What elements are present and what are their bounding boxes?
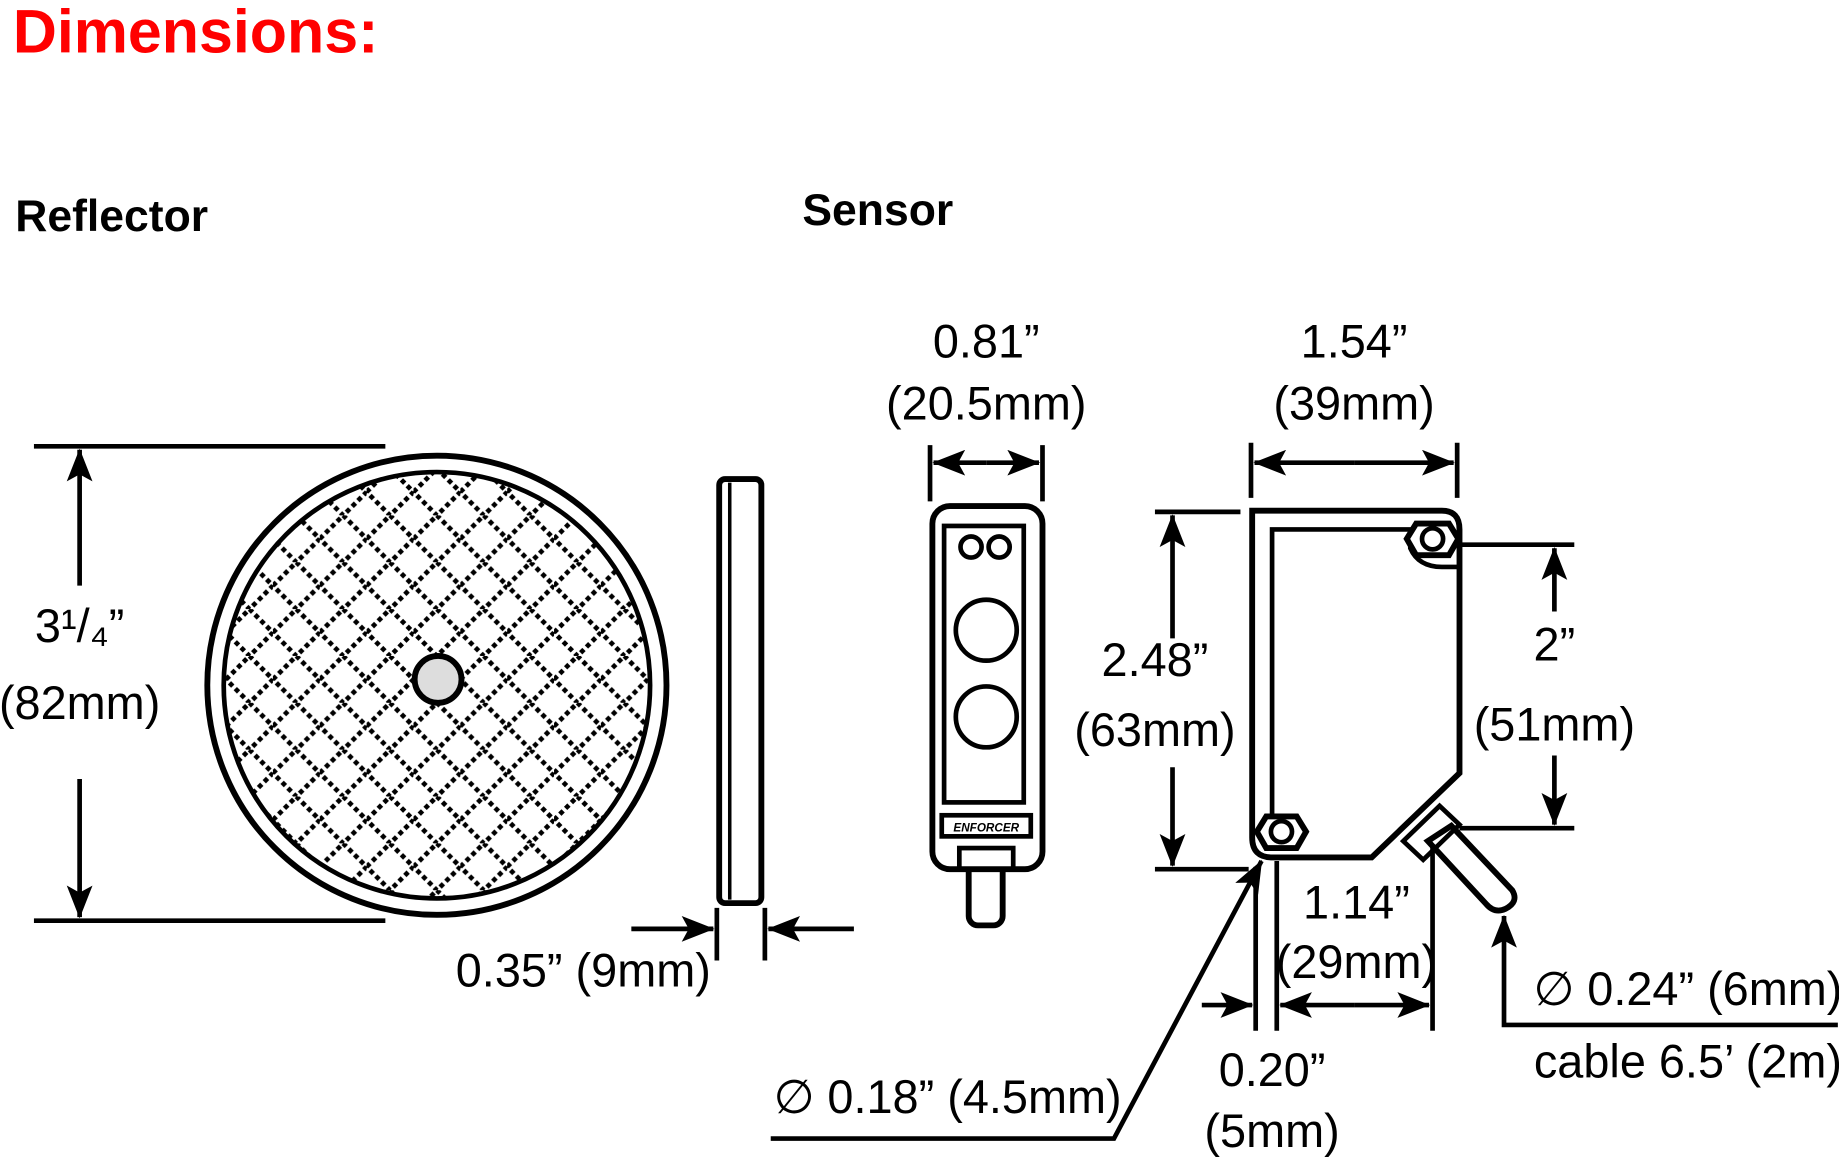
side-width-in: 1.54” <box>1301 315 1408 367</box>
height-in: 2.48” <box>1102 634 1209 686</box>
reflector-heading: Reflector <box>15 192 208 241</box>
height-mm: (63mm) <box>1074 704 1235 756</box>
hole-offset-in: 0.20” <box>1219 1044 1326 1096</box>
front-width-mm: (20.5mm) <box>886 377 1086 429</box>
hole-offset-mm: (5mm) <box>1204 1105 1339 1157</box>
reflector-diameter-in: 3¹/₄” <box>35 600 124 652</box>
reflector-diameter-dimension: 3¹/₄” (82mm) <box>0 443 386 924</box>
page-title: Dimensions: <box>13 0 379 66</box>
front-width-in: 0.81” <box>933 315 1040 367</box>
reflector-front-view <box>204 452 670 918</box>
cable <box>1423 822 1518 914</box>
hole-diameter: ∅ 0.18” (4.5mm) <box>774 1071 1122 1123</box>
emitter-lens-icon <box>953 597 1020 663</box>
hole-spacing-in: 2” <box>1534 619 1576 671</box>
brand-label: ENFORCER <box>953 822 1019 835</box>
side-width-mm: (39mm) <box>1273 377 1434 429</box>
sensor-height-dimension: 2.48” (63mm) <box>1074 509 1249 872</box>
sensor-side-view <box>1249 507 1518 914</box>
nut-icon <box>1403 520 1462 559</box>
cable-diameter: ∅ 0.24” (6mm) <box>1533 963 1839 1015</box>
sensor-heading: Sensor <box>802 186 953 235</box>
mounting-hole-icon <box>411 653 465 706</box>
reflector-diameter-mm: (82mm) <box>0 677 160 729</box>
cable-callout: ∅ 0.24” (6mm) cable 6.5’ (2m) <box>1491 914 1839 1088</box>
nut-icon <box>1253 813 1310 852</box>
sensor-side-width-dimension: 1.54” (39mm) <box>1248 315 1460 498</box>
indicator-led-icon <box>986 534 1013 560</box>
sensor-front-view: ENFORCER <box>929 503 1046 929</box>
hole-spacing-dimension: 2” (51mm) <box>1459 542 1635 831</box>
bottom-width-mm: (29mm) <box>1276 936 1437 988</box>
reflector-thickness: 0.35” (9mm) <box>456 944 711 996</box>
cable-length: cable 6.5’ (2m) <box>1534 1036 1839 1088</box>
bottom-width-in: 1.14” <box>1303 876 1410 928</box>
hole-diameter-callout: ∅ 0.18” (4.5mm) <box>770 859 1264 1141</box>
bottom-width-dimension: 1.14” (29mm) <box>1274 845 1437 1031</box>
receiver-lens-icon <box>953 684 1020 750</box>
reflector-side-view: 0.35” (9mm) <box>456 476 854 996</box>
hole-spacing-mm: (51mm) <box>1474 698 1635 750</box>
sensor-front-width-dimension: 0.81” (20.5mm) <box>886 315 1086 502</box>
indicator-led-icon <box>958 534 984 560</box>
hole-offset-dimension: 0.20” (5mm) <box>1201 866 1340 1157</box>
